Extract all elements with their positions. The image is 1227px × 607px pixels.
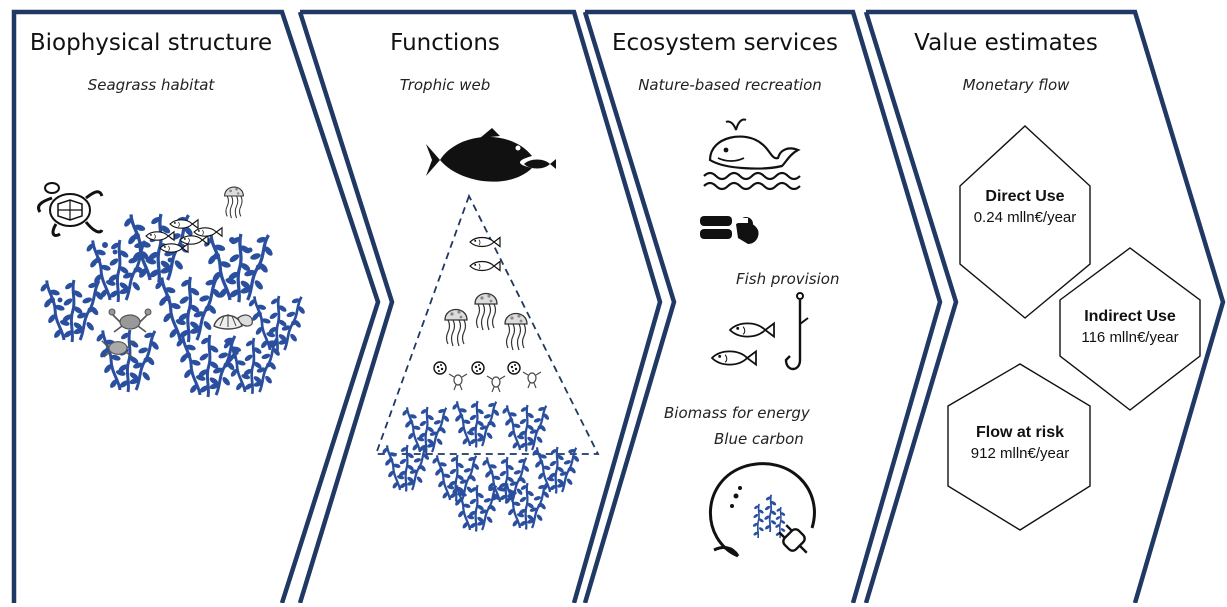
label-biomass-for-energy: Biomass for energy (664, 404, 810, 422)
hexagon-direct-use (959, 125, 1091, 319)
chevron-biophysical (11, 9, 381, 604)
seagrass-icon (35, 211, 310, 398)
fish-icon (469, 236, 501, 272)
plankton-icon (433, 361, 542, 393)
diver-icon (700, 216, 759, 244)
chevron-services (582, 9, 943, 604)
fish-icon (524, 159, 556, 169)
label-fish-provision: Fish provision (736, 270, 840, 288)
fish-icon (711, 322, 775, 366)
trophic-pyramid (374, 193, 600, 455)
biomass-energy-icon (708, 462, 816, 558)
heading-biophysical-structure: Biophysical structure (29, 30, 273, 56)
hexagon-label-direct-use: Direct Use 0.24 mlln€/year (950, 188, 1100, 226)
value-amount-direct-use: 0.24 mlln€/year (973, 209, 1077, 226)
whale-icon (703, 118, 801, 191)
value-amount-indirect-use: 116 mlln€/year (1081, 329, 1179, 346)
subheading-monetary-flow: Monetary flow (962, 76, 1070, 94)
heading-ecosystem-services: Ecosystem services (611, 30, 839, 56)
chevron-frames (11, 9, 1226, 604)
fishing-hook-icon (784, 292, 809, 371)
predator-fish-icon (426, 128, 532, 182)
value-hexagons (947, 125, 1201, 531)
subheading-nature-based-recreation: Nature-based recreation (638, 76, 822, 94)
crab-icon (108, 308, 152, 333)
label-blue-carbon: Blue carbon (714, 430, 804, 448)
heading-value-estimates: Value estimates (914, 30, 1098, 56)
jellyfish-icon (224, 186, 244, 219)
value-amount-flow-at-risk: 912 mlln€/year (970, 445, 1070, 462)
chevron-functions (297, 9, 663, 604)
chevron-values (863, 9, 1226, 604)
subheading-seagrass-habitat: Seagrass habitat (87, 76, 215, 94)
hexagon-flow-at-risk (947, 363, 1091, 531)
value-label-indirect-use: Indirect Use (1084, 308, 1176, 325)
turtle-icon (37, 182, 104, 238)
shell-icon (213, 314, 253, 330)
hexagon-label-flow-at-risk: Flow at risk 912 mlln€/year (945, 424, 1095, 462)
value-label-direct-use: Direct Use (985, 188, 1065, 205)
heading-functions: Functions (390, 30, 500, 56)
hexagon-label-indirect-use: Indirect Use 116 mlln€/year (1055, 308, 1205, 346)
value-label-flow-at-risk: Flow at risk (975, 424, 1065, 441)
hexagon-indirect-use (1059, 247, 1201, 411)
jellyfish-icon (444, 292, 528, 351)
subheading-trophic-web: Trophic web (399, 76, 491, 94)
seagrass-icon (378, 399, 583, 532)
crab-icon (101, 340, 135, 358)
